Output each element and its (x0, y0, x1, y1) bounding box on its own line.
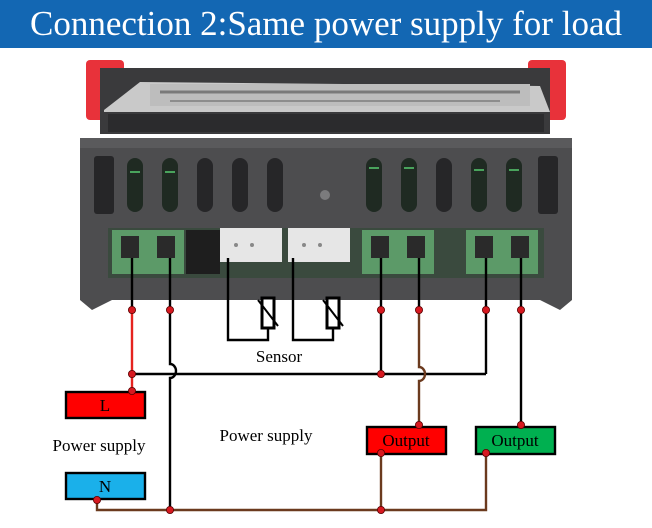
title-bar: Connection 2:Same power supply for load (0, 0, 652, 48)
device-body (80, 138, 572, 310)
power-supply-center-label: Power supply (219, 426, 313, 445)
connector-pin (250, 243, 254, 247)
output-2-box (474, 425, 557, 456)
junction-dot (165, 505, 174, 514)
vent-slot (401, 158, 417, 212)
junction-dot (127, 386, 136, 395)
screw-hole (320, 190, 330, 200)
junction-dot (414, 420, 423, 429)
connector-pin (234, 243, 238, 247)
terminal-boxes: L N Output Output (64, 390, 557, 501)
vent-slot (94, 156, 114, 214)
live-terminal-box (64, 390, 147, 420)
junction-dots (93, 305, 526, 514)
vent-slot (471, 158, 487, 212)
power-supply-left-label: Power supply (52, 436, 146, 455)
junction-dot (481, 305, 490, 314)
neutral-label: N (99, 477, 111, 496)
connector-pin (302, 243, 306, 247)
terminal-gap (186, 230, 220, 274)
vent-slot (127, 158, 143, 212)
junction-dot (127, 369, 136, 378)
output-1-box (365, 425, 448, 456)
terminal-screw (121, 236, 139, 258)
junction-dot (517, 420, 526, 429)
screw-terminals-left (112, 230, 184, 274)
output-1-label: Output (382, 431, 430, 450)
wire-n-vertical (168, 258, 178, 510)
terminal-screw (475, 236, 493, 258)
screw-terminals-right (362, 230, 538, 274)
vent-slot (197, 158, 213, 212)
vent-slots (94, 156, 558, 214)
vent-slot (232, 158, 248, 212)
label-text-area (150, 84, 530, 106)
sensor-connectors (220, 228, 350, 262)
device-top-edge (80, 138, 572, 148)
thermistor-slash (257, 299, 279, 327)
terminal-screw (407, 236, 425, 258)
junction-dot (165, 305, 174, 314)
connector-pin (318, 243, 322, 247)
thermistor-slash (322, 299, 344, 327)
terminal-screw (511, 236, 529, 258)
junction-dot (414, 305, 423, 314)
vent-slot (162, 158, 178, 212)
vent-slot (267, 158, 283, 212)
terminal-screw (157, 236, 175, 258)
diagram-title: Connection 2:Same power supply for load (30, 4, 622, 43)
junction-dot (376, 369, 385, 378)
junction-dot (376, 448, 385, 457)
wire-output1-load (417, 310, 427, 425)
live-label: L (100, 396, 110, 415)
sensor-label: Sensor (256, 347, 303, 366)
junction-dot (93, 495, 102, 504)
junction-dot (376, 505, 385, 514)
vent-slot (506, 158, 522, 212)
vent-slot (538, 156, 558, 214)
device-slot (108, 114, 544, 132)
vent-slot (366, 158, 382, 212)
wire-neutral-bus (95, 452, 488, 512)
neutral-terminal-box (64, 471, 147, 501)
sensor-thermistors (257, 296, 344, 330)
vent-slot (436, 158, 452, 212)
junction-dot (376, 305, 385, 314)
output-2-label: Output (491, 431, 539, 450)
junction-dot (481, 448, 490, 457)
temperature-controller-device (80, 60, 572, 310)
junction-dot (127, 305, 136, 314)
terminal-screw (371, 236, 389, 258)
junction-dot (517, 305, 526, 314)
